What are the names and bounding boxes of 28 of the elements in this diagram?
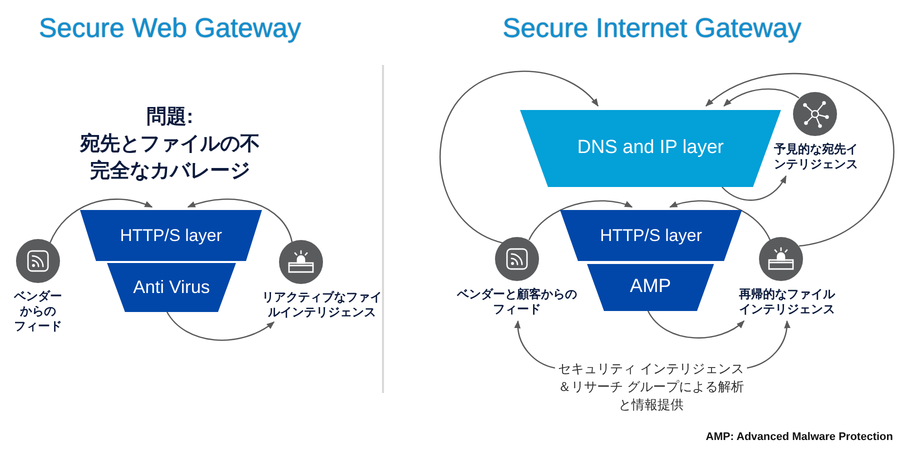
curved-arrow xyxy=(514,320,556,369)
curved-arrow xyxy=(705,73,894,247)
curved-arrow xyxy=(746,320,790,369)
curved-arrow xyxy=(647,310,745,338)
layer-label: DNS and IP layer xyxy=(577,136,724,160)
problem-heading: 問題: xyxy=(146,105,194,130)
icon-caption: 予見的な宛先インテリジェンス xyxy=(773,142,859,172)
layer-label: AMP xyxy=(630,275,672,300)
panel-title: Secure Internet Gateway xyxy=(502,12,802,45)
layer-label: Anti Virus xyxy=(133,276,210,299)
layer-label: HTTP/S layer xyxy=(120,224,222,247)
icon-caption: リアクティブなファイルインテリジェンス xyxy=(262,290,382,320)
icon-caption: ベンダーからのフィード xyxy=(12,289,63,334)
curved-arrow xyxy=(166,312,275,341)
footnote-text: AMP: Advanced Malware Protection xyxy=(706,430,893,444)
icon-caption: 再帰的なファイルインテリジェンス xyxy=(738,287,836,317)
curved-arrow xyxy=(49,198,153,244)
curved-arrow xyxy=(723,88,800,107)
curved-arrow xyxy=(722,175,787,201)
icon-caption: ベンダーと顧客からのフィード xyxy=(456,287,578,317)
curved-arrow xyxy=(187,198,293,242)
panel-title: Secure Web Gateway xyxy=(38,12,302,45)
curved-arrow xyxy=(669,200,771,240)
note-text: セキュリティ インテリジェンス＆リサーチ グループによる解析と情報提供 xyxy=(557,360,745,414)
problem-heading: 宛先とファイルの不完全なカバレージ xyxy=(78,132,261,184)
curved-arrow xyxy=(528,200,633,240)
layer-label: HTTP/S layer xyxy=(600,224,702,247)
curved-arrow xyxy=(440,70,599,244)
